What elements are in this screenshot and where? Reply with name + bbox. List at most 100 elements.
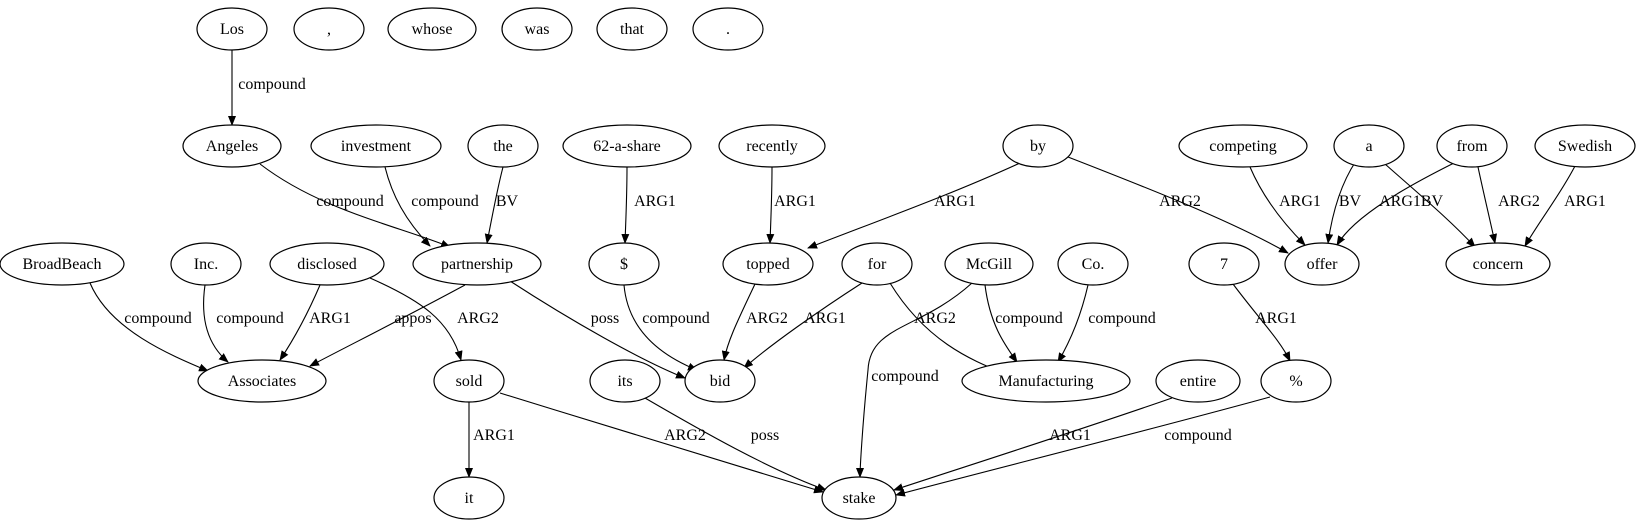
node-label: that <box>620 21 645 38</box>
node-ellipse <box>1002 124 1074 168</box>
edge-label: ARG2 <box>1159 193 1201 210</box>
edge-arrow <box>203 284 229 363</box>
node-label: 7 <box>1220 256 1228 273</box>
node-its: its <box>589 359 661 403</box>
edge-by-to-offer: ARG2 <box>1067 156 1289 254</box>
edge-label: BV <box>1339 193 1362 210</box>
edge-arrow <box>509 280 686 379</box>
node-label: Swedish <box>1558 138 1612 155</box>
edge-arrow <box>856 282 973 478</box>
node-ellipse <box>718 124 826 168</box>
node-for: for <box>841 242 913 286</box>
node-ellipse <box>412 242 542 286</box>
node-label: partnership <box>441 256 513 273</box>
edge-label: ARG2 <box>1498 193 1540 210</box>
edge-label: ARG2 <box>746 310 788 327</box>
edge-the-to-partnership: BV <box>484 166 519 244</box>
edge-arrow <box>766 166 775 244</box>
edge-los-to-angeles: compound <box>228 50 306 126</box>
edge-label: ARG1 <box>1564 193 1606 210</box>
edge-label: compound <box>871 368 939 385</box>
edge-label: compound <box>411 193 479 210</box>
node-ellipse <box>1260 359 1332 403</box>
node-label: bid <box>710 373 730 390</box>
edge-arrow <box>1057 284 1089 363</box>
node-label: Co. <box>1082 256 1105 273</box>
node-ellipse <box>197 359 327 403</box>
node-label: sold <box>456 373 483 390</box>
edge-from-to-concern: ARG2 <box>1477 166 1540 244</box>
node-ellipse <box>1155 359 1241 403</box>
node-recently: recently <box>718 124 826 168</box>
node-ellipse <box>293 7 365 51</box>
node-label: was <box>525 21 550 38</box>
edge-arrow <box>1325 160 1357 244</box>
node-label: concern <box>1473 256 1524 273</box>
edge-investment-to-partnership: compound <box>384 166 479 247</box>
node-label: Inc. <box>194 256 218 273</box>
edge-percent-to-stake: compound <box>895 396 1271 497</box>
edge-label: ARG2 <box>664 427 706 444</box>
node-label: it <box>465 490 474 507</box>
node-period: . <box>692 7 764 51</box>
edge-arrow <box>1336 162 1455 246</box>
edge-competing-to-offer: ARG1 <box>1249 166 1321 246</box>
node-inc: Inc. <box>170 242 242 286</box>
node-ellipse <box>562 124 692 168</box>
edge-label: ARG1 <box>473 427 515 444</box>
edge-arrow <box>1249 166 1306 246</box>
edge-sold-to-it: ARG1 <box>465 402 515 478</box>
edge-dollar-to-bid: compound <box>623 284 710 371</box>
node-label: investment <box>341 138 412 155</box>
node-ellipse <box>821 476 897 520</box>
edge-arrow <box>721 283 756 361</box>
node-label: the <box>493 138 513 155</box>
node-it: it <box>433 476 505 520</box>
node-label: , <box>327 21 331 38</box>
edge-label: ARG1 <box>1279 193 1321 210</box>
edge-label: ARG1 <box>634 193 676 210</box>
edge-label: ARG1 <box>309 310 351 327</box>
node-label: . <box>726 21 730 38</box>
node-ellipse <box>961 359 1131 403</box>
edge-arrow <box>384 166 431 247</box>
edge-seven-to-percent: ARG1 <box>1232 283 1297 362</box>
edge-arrow <box>621 166 630 244</box>
node-dollar: $ <box>588 242 660 286</box>
edge-arrow <box>644 397 827 491</box>
node-label: Associates <box>228 373 296 390</box>
node-label: offer <box>1307 256 1338 273</box>
edge-label: poss <box>591 310 619 327</box>
node-mcgill: McGill <box>944 242 1034 286</box>
node-angeles: Angeles <box>182 124 282 168</box>
node-ellipse <box>588 242 660 286</box>
node-label: entire <box>1180 373 1216 390</box>
edge-partnership-to-associates: appos <box>309 284 466 367</box>
node-stake: stake <box>821 476 897 520</box>
node-label: recently <box>746 138 798 155</box>
edge-arrow <box>1477 166 1497 244</box>
edge-label: ARG2 <box>914 310 956 327</box>
edge-arrow <box>743 282 863 369</box>
node-ellipse <box>269 242 385 286</box>
edge-label: poss <box>751 427 779 444</box>
edge-swedish-to-concern: ARG1 <box>1524 165 1606 247</box>
edge-label: ARG1 <box>1049 427 1091 444</box>
node-ellipse <box>1284 242 1360 286</box>
edge-label: compound <box>1088 310 1156 327</box>
edge-arrow <box>1524 165 1576 247</box>
node-the: the <box>467 124 539 168</box>
edge-arrow <box>895 396 1271 497</box>
node-label: for <box>868 256 887 273</box>
node-label: Manufacturing <box>998 373 1093 390</box>
node-label: its <box>617 373 632 390</box>
edge-arrow <box>369 277 463 361</box>
node-ellipse <box>1445 242 1551 286</box>
edge-arrow <box>279 284 321 361</box>
node-label: whose <box>412 21 453 38</box>
edge-label: ARG2 <box>457 310 499 327</box>
edge-label: ARG1 <box>934 193 976 210</box>
